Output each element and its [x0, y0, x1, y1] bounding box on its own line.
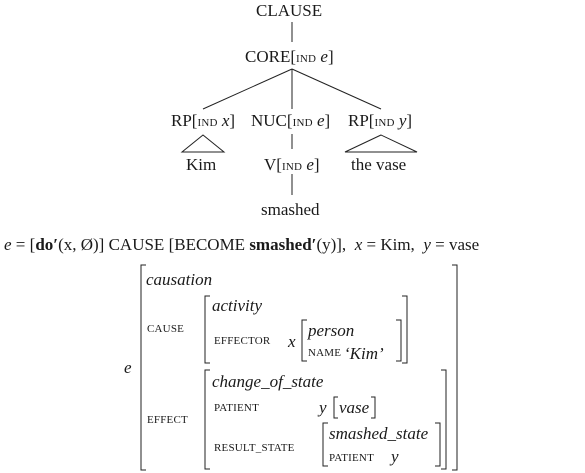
avm-patient-var: y	[319, 398, 327, 417]
triangle-rp1	[180, 134, 226, 153]
eq-kim: Kim,	[380, 235, 415, 254]
avm-name-label: NAME	[308, 347, 342, 359]
eq-sign-2: =	[366, 235, 377, 254]
bracket-outer-right	[452, 264, 458, 471]
bracket-vase-right	[371, 396, 376, 419]
node-nuc-var: e	[316, 111, 325, 130]
leaf-kim-label: Kim	[186, 155, 217, 174]
node-nuc-label: NUC	[251, 111, 287, 130]
edge-core-rp1	[202, 68, 293, 110]
avm-result-patient-var: y	[391, 447, 399, 466]
node-rp2-ind: IND	[374, 117, 395, 129]
node-rp1: RP[IND x]	[171, 111, 236, 130]
bracket-person-left	[301, 319, 307, 362]
bracket-vase-left	[333, 396, 338, 419]
avm-result-type: smashed_state	[329, 424, 429, 443]
leaf-vase: the vase	[351, 156, 406, 173]
node-core-label: CORE	[245, 47, 291, 66]
bracket-person-right	[396, 319, 402, 362]
bracket-result-right	[435, 422, 441, 467]
leaf-vase-label: the vase	[351, 155, 407, 174]
triangle-rp2	[344, 134, 418, 153]
eq-do-args: (x, Ø)]	[58, 235, 105, 254]
edge-core-rp2	[291, 68, 382, 110]
node-rp2: RP[IND y]	[348, 111, 413, 130]
leaf-smashed-label: smashed	[261, 200, 320, 219]
eq-sign-3: =	[435, 235, 445, 254]
bracket-cause-right	[402, 295, 408, 364]
bracket-effect-right	[441, 369, 447, 470]
eq-x: x	[354, 235, 363, 254]
bracket-cause-left	[204, 295, 210, 364]
avm-cause-label: CAUSE	[147, 323, 185, 335]
avm-name-value: ‘Kim’	[344, 344, 384, 363]
avm-effector-label: EFFECTOR	[214, 335, 271, 347]
node-nuc: NUC[IND e]	[251, 111, 331, 130]
eq-sign: =	[15, 235, 26, 254]
avm-effect-label: EFFECT	[147, 414, 188, 426]
eq-cause: CAUSE	[108, 235, 165, 254]
avm-effector-var: x	[288, 332, 296, 351]
node-v-ind: IND	[281, 161, 303, 173]
node-clause-label: CLAUSE	[256, 1, 323, 20]
node-core-var: e	[320, 47, 328, 66]
node-rp1-var: x	[221, 111, 230, 130]
eq-become: [BECOME	[168, 235, 246, 254]
bracket-effect-left	[204, 369, 210, 470]
eq-bracket: [	[29, 235, 36, 254]
semantic-equation: e = [do′(x, Ø)] CAUSE [BECOME smashed′(y…	[4, 236, 479, 253]
avm-var: e	[124, 358, 132, 377]
node-core-ind: IND	[296, 53, 317, 65]
eq-lhs: e	[4, 235, 12, 254]
node-clause: CLAUSE	[256, 2, 322, 19]
avm-patient-label: PATIENT	[214, 402, 259, 414]
node-rp2-var: y	[398, 111, 407, 130]
avm-effect-type: change_of_state	[212, 372, 324, 391]
node-v-var: e	[306, 155, 314, 174]
eq-pred: smashed′	[249, 235, 317, 254]
leaf-smashed: smashed	[261, 201, 320, 218]
node-rp2-label: RP	[348, 111, 369, 130]
avm-patient-value: vase	[339, 398, 370, 417]
eq-do: do′	[35, 235, 59, 254]
node-rp1-ind: IND	[197, 117, 218, 129]
bracket-outer-left	[140, 264, 146, 471]
avm-cause-type: activity	[212, 296, 263, 315]
eq-pred-args: (y)],	[316, 235, 347, 254]
eq-vase: vase	[448, 235, 480, 254]
leaf-kim: Kim	[186, 156, 216, 173]
node-v-label: V	[264, 155, 277, 174]
bracket-result-left	[322, 422, 328, 467]
avm-type: causation	[146, 270, 213, 289]
node-rp1-label: RP	[171, 111, 192, 130]
avm-result-label: RESULT_STATE	[214, 442, 295, 454]
node-nuc-ind: IND	[292, 117, 313, 129]
node-v: V[IND e]	[264, 155, 320, 174]
avm-result-patient-label: PATIENT	[329, 452, 374, 464]
eq-y: y	[423, 235, 431, 254]
node-core: CORE[IND e]	[245, 47, 334, 66]
avm-person: person	[308, 321, 355, 340]
